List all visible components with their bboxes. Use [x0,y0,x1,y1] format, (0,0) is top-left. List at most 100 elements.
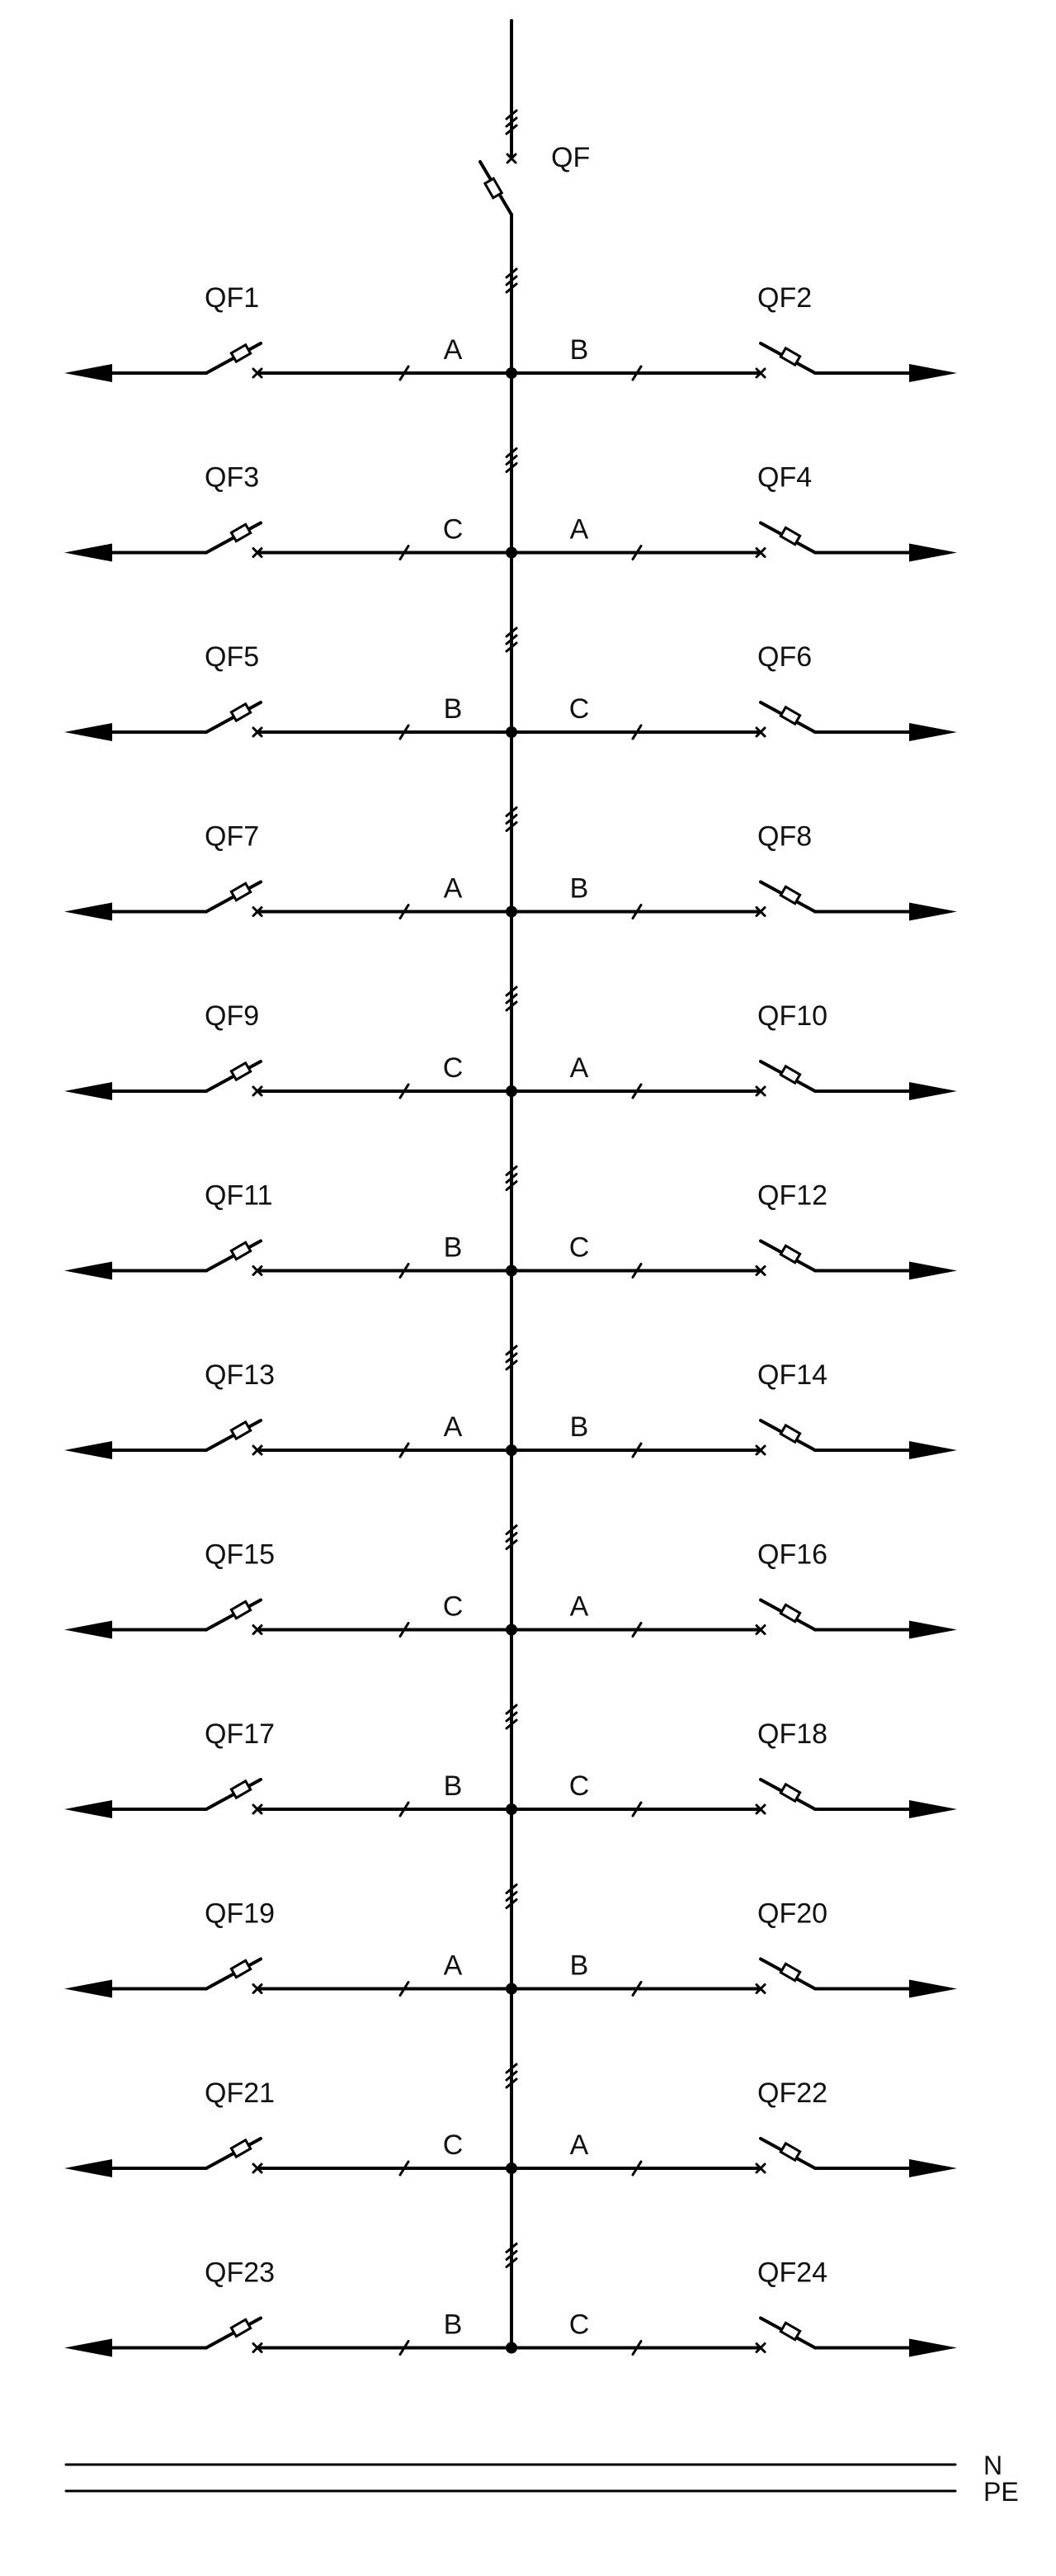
trunk-tick-marks-stroke [505,641,518,653]
right-outgoing-arrow [909,364,957,382]
main-breaker-contact-mark-b [506,153,517,164]
left-breaker-contact-mark-b [252,367,263,379]
left-conductor-slash [398,1442,410,1458]
left-conductor-slash [398,2340,410,2356]
right-outgoing-arrow [909,2159,957,2177]
main-breaker: QF [478,109,590,216]
trunk-tick-marks [505,1704,518,1730]
right-breaker-contact-mark [755,2342,766,2353]
trunk-tick-marks-stroke [505,806,518,817]
right-conductor-slash [631,1442,643,1458]
trunk-tick-marks-stroke [505,2070,518,2082]
right-outgoing-arrow [909,723,957,741]
trunk-tick-marks [505,985,518,1012]
right-breaker-label: QF16 [757,1539,827,1571]
trunk-tick-marks-stroke [505,1165,518,1176]
right-phase-label: B [570,1950,589,1982]
left-breaker-trip-symbol [229,1959,252,1979]
right-breaker-contact-mark [755,726,766,738]
right-conductor-slash [631,545,643,560]
left-breaker-label: QF9 [205,1000,259,1032]
trunk-tick-marks-stroke [505,1884,518,1894]
left-outgoing-arrow [64,1261,112,1280]
left-phase-label: B [444,693,463,725]
trunk-tick-marks-stroke [505,1532,518,1543]
left-breaker-trip-symbol [229,1061,252,1082]
bus-label-n: N [983,2451,1002,2480]
left-breaker-contact-mark [252,1983,263,1994]
right-conductor-slash [631,1801,643,1817]
left-breaker-contact-mark [252,367,263,379]
trunk-tick-marks [505,806,518,832]
right-breaker-label: QF20 [757,1898,827,1930]
left-breaker-contact-mark [252,547,263,558]
trunk-tick-marks [505,1884,518,1909]
left-breaker-label: QF1 [205,282,259,314]
left-phase-label: A [444,873,463,905]
trunk-tick-marks-stroke [505,1524,518,1535]
right-phase-label: B [570,1411,589,1443]
main-feed-tick-marks-stroke [505,116,518,128]
right-breaker-contact-mark-b [755,2162,766,2174]
neutral-and-pe-buses: NPE [64,2451,1019,2507]
trunk-tick-marks-stroke [505,2077,518,2089]
trunk-tick-marks-stroke [505,267,518,279]
right-conductor-slash [631,2340,643,2356]
trunk-tick-marks-stroke [505,275,518,286]
trunk-tick-marks-stroke [505,1345,518,1356]
left-phase-label: B [444,1232,463,1264]
left-phase-label: A [444,1411,463,1443]
left-outgoing-arrow [64,1620,112,1639]
left-breaker-label: QF19 [205,1898,275,1930]
trunk-tick-marks-stroke [505,1898,518,1909]
left-breaker-trip-symbol [229,702,252,723]
right-phase-label: C [569,1770,590,1802]
left-phase-label: B [444,2309,463,2341]
main-feed-tick-marks-stroke [505,124,518,135]
left-conductor-slash [398,1981,410,1997]
left-breaker-contact-mark-b [252,906,263,917]
right-breaker-contact-mark [755,1085,766,1097]
right-breaker-trip-symbol [779,1064,802,1085]
trunk-tick-marks [505,2063,518,2089]
main-feed-tick-marks-stroke [505,109,518,121]
left-breaker-contact-mark [252,1803,263,1815]
right-phase-label: A [570,1052,589,1084]
left-breaker-trip-symbol [229,1241,252,1261]
right-breaker-contact-mark [755,367,766,379]
right-breaker-trip-symbol [779,1782,802,1803]
right-breaker-label: QF12 [757,1180,827,1212]
trunk-tick-marks-stroke [505,1718,518,1730]
trunk-tick-marks-stroke [505,455,518,466]
trunk-tick-marks-stroke [505,1173,518,1184]
left-outgoing-arrow [64,902,112,921]
left-conductor-slash [398,2160,410,2177]
left-conductor-slash [398,724,410,740]
right-phase-label: B [570,873,589,905]
right-breaker-label: QF8 [757,821,812,853]
left-breaker-trip-symbol [229,882,252,902]
trunk-tick-marks-stroke [505,1711,518,1723]
right-outgoing-arrow [909,1441,957,1459]
left-breaker-contact-mark [252,1444,263,1456]
left-breaker-contact-mark [252,1624,263,1635]
trunk-tick-marks-stroke [505,1352,518,1364]
left-outgoing-arrow [64,1082,112,1100]
left-breaker-label: QF3 [205,462,259,494]
trunk-tick-marks [505,1524,518,1550]
trunk-tick-marks-stroke [505,2063,518,2074]
left-conductor-slash [398,1083,410,1099]
left-breaker-trip-symbol [229,1779,252,1800]
right-conductor-slash [631,365,643,381]
bus-label-pe: PE [983,2477,1019,2507]
right-conductor-slash [631,1263,643,1279]
right-breaker-contact-mark-b [755,1265,766,1276]
right-conductor-slash [631,904,643,919]
left-breaker-contact-mark [252,2342,263,2353]
